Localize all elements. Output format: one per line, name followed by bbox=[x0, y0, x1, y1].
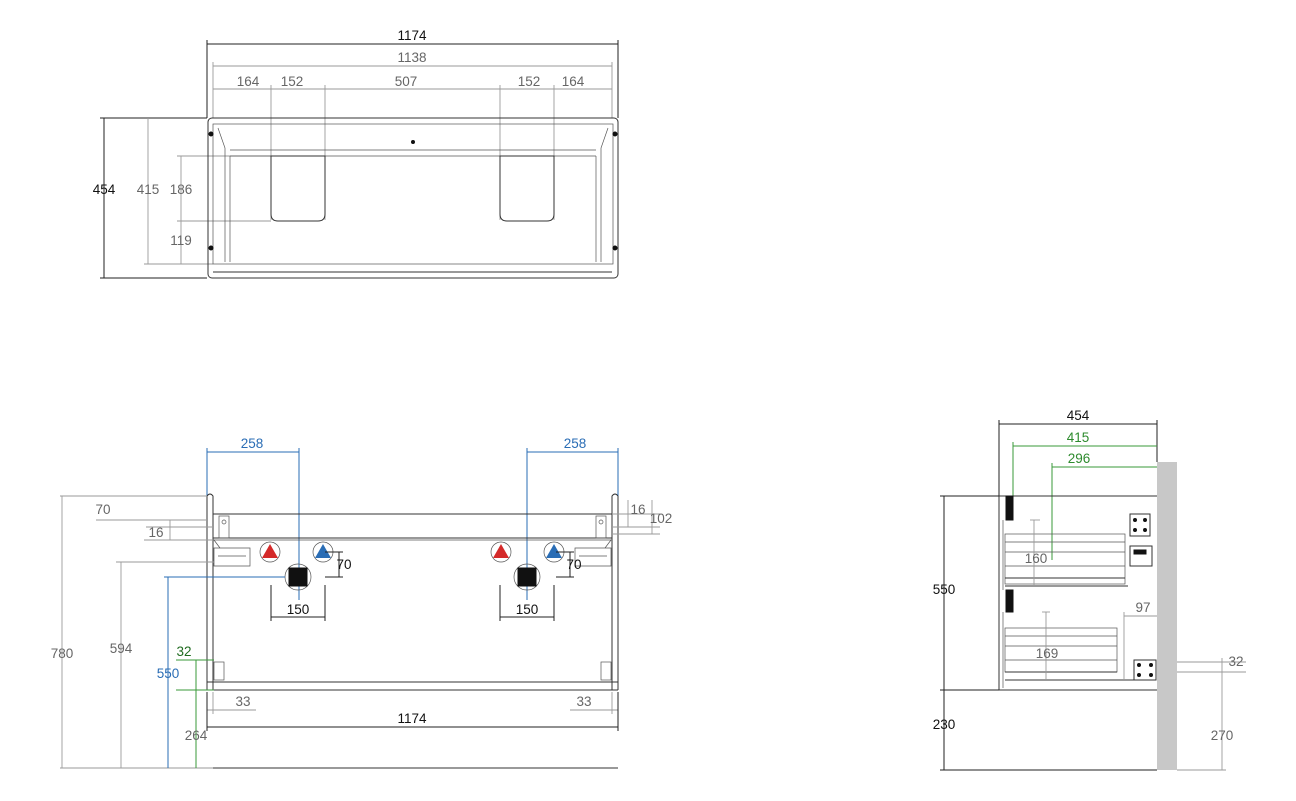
upper-hinge-icon bbox=[1129, 513, 1151, 537]
front-cabinet-height-label: 550 bbox=[157, 666, 180, 681]
drain-left-icon bbox=[288, 567, 308, 587]
front-right-offset-label: 258 bbox=[564, 436, 587, 451]
side-drawer-back-lower-label: 97 bbox=[1135, 600, 1150, 615]
top-segment-3: 507 bbox=[395, 74, 418, 89]
top-segment-4: 152 bbox=[518, 74, 541, 89]
front-top-rail-label: 70 bbox=[95, 502, 110, 517]
front-bracket-right-label: 70 bbox=[566, 557, 581, 572]
front-height-to-rail-label: 594 bbox=[110, 641, 133, 656]
side-depth-outer-label: 454 bbox=[1067, 408, 1090, 423]
side-drawer-front-upper-label: 160 bbox=[1025, 551, 1048, 566]
front-side-inset-right-label: 33 bbox=[576, 694, 591, 709]
front-drain-spacing-left-label: 150 bbox=[287, 602, 310, 617]
top-view: 1174 1138 164 152 507 152 164 454 415 18… bbox=[93, 28, 619, 279]
side-view: 454 415 296 160 bbox=[933, 408, 1246, 771]
top-segment-2: 152 bbox=[281, 74, 304, 89]
front-overall-width-label: 1174 bbox=[397, 711, 427, 726]
upper-runner-icon bbox=[1129, 545, 1153, 567]
side-floor-gap-label: 230 bbox=[933, 717, 956, 732]
front-side-inset-left-label: 33 bbox=[235, 694, 250, 709]
wall bbox=[1157, 462, 1177, 770]
top-segment-1: 164 bbox=[237, 74, 260, 89]
front-rail-thickness-right-label: 16 bbox=[630, 502, 645, 517]
front-total-height-label: 780 bbox=[51, 646, 74, 661]
lower-mount-icon bbox=[1133, 659, 1157, 681]
side-mount-height-label: 270 bbox=[1211, 728, 1234, 743]
top-cutout-depth-label: 186 bbox=[170, 182, 193, 197]
top-overall-width-label: 1174 bbox=[397, 28, 427, 43]
front-rail-height-right-label: 102 bbox=[650, 511, 673, 526]
front-drain-spacing-right-label: 150 bbox=[516, 602, 539, 617]
side-drawer-front-lower-label: 169 bbox=[1036, 646, 1059, 661]
front-bracket-left-label: 70 bbox=[336, 557, 351, 572]
side-mount-offset-label: 32 bbox=[1228, 654, 1243, 669]
top-inner-width-label: 1138 bbox=[397, 50, 426, 65]
top-depth-inner-label: 415 bbox=[137, 182, 160, 197]
cold-water-right-icon bbox=[546, 544, 562, 558]
front-view: 258 258 bbox=[51, 436, 673, 769]
drain-right-icon bbox=[517, 567, 537, 587]
hot-water-right-icon bbox=[493, 544, 509, 558]
side-drawer-depth-label: 296 bbox=[1068, 451, 1091, 466]
top-segment-5: 164 bbox=[562, 74, 585, 89]
side-cabinet-height-label: 550 bbox=[933, 582, 956, 597]
front-foot-offset-label: 32 bbox=[176, 644, 191, 659]
front-left-offset-label: 258 bbox=[241, 436, 264, 451]
front-rail-thickness-left-label: 16 bbox=[148, 525, 163, 540]
front-floor-gap-label: 264 bbox=[185, 728, 208, 743]
top-cutout-offset-label: 119 bbox=[170, 233, 192, 248]
side-depth-inner-label: 415 bbox=[1067, 430, 1090, 445]
hot-water-left-icon bbox=[262, 544, 278, 558]
top-depth-outer-label: 454 bbox=[93, 182, 116, 197]
cold-water-left-icon bbox=[315, 544, 331, 558]
